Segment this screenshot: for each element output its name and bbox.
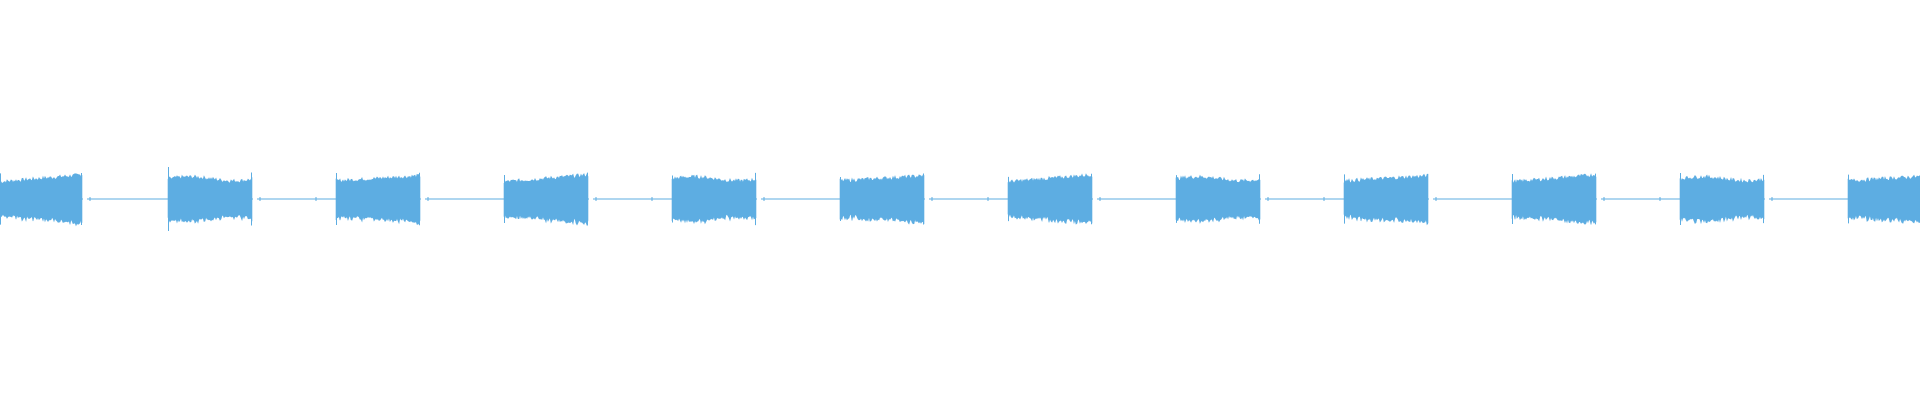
silence-gap — [1765, 198, 1769, 200]
waveform-burst-body — [671, 174, 757, 225]
waveform-burst-body — [1175, 174, 1261, 224]
silence-gap — [1597, 198, 1601, 200]
waveform-burst-body — [1511, 173, 1597, 225]
waveform-burst — [335, 172, 421, 226]
waveform-burst-body — [1679, 174, 1765, 225]
waveform-burst — [839, 173, 925, 225]
waveform-burst — [671, 172, 757, 226]
silence-gap — [925, 198, 929, 200]
silence-gap — [83, 198, 87, 200]
waveform-burst — [1007, 173, 1093, 225]
waveform-burst-body — [839, 174, 925, 225]
waveform-burst-body — [503, 173, 589, 227]
waveform-burst — [503, 172, 589, 227]
waveform-burst — [0, 172, 83, 227]
waveform-burst — [1511, 173, 1597, 225]
silence-gap — [757, 198, 761, 200]
waveform-burst — [1175, 174, 1261, 224]
waveform-burst-body — [167, 174, 253, 224]
waveform-burst — [1343, 173, 1429, 226]
silence-gap — [1261, 198, 1265, 200]
silence-gap — [253, 198, 257, 200]
waveform-burst — [1847, 174, 1920, 224]
silence-gap — [1093, 198, 1097, 200]
silence-gap — [1429, 198, 1433, 200]
waveform-burst-body — [1343, 173, 1429, 226]
waveform-burst — [167, 167, 253, 231]
waveform-burst-body — [1007, 173, 1093, 225]
silence-gap — [589, 198, 593, 200]
silence-gap — [421, 198, 425, 200]
waveform-burst-body — [0, 173, 83, 227]
waveform-burst-body — [335, 173, 421, 225]
waveform-burst — [1679, 173, 1765, 225]
waveform-burst-body — [1847, 174, 1920, 224]
